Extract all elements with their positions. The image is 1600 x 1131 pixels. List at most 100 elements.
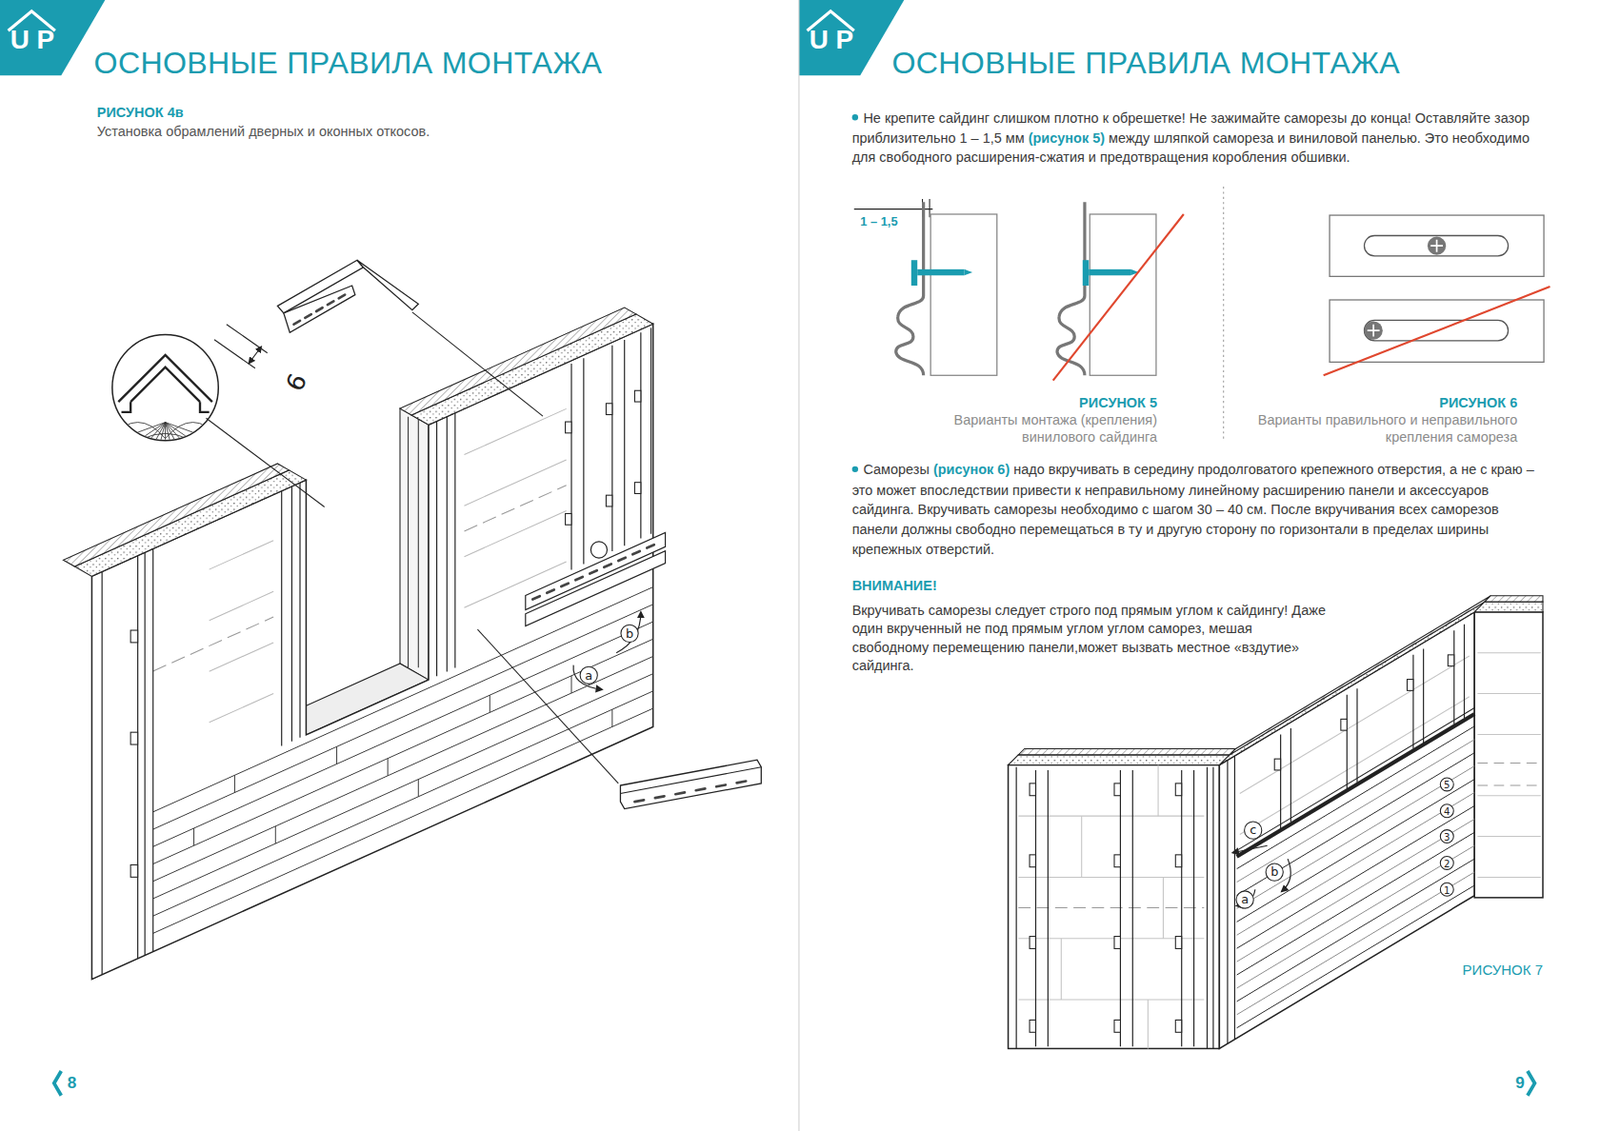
nail-slot (696, 788, 706, 791)
page-number: 9 (1462, 1073, 1524, 1094)
siding-profile (1057, 201, 1085, 376)
nail-slot (632, 551, 640, 555)
figure-reference: (рисунок 6) (933, 461, 1010, 478)
nail-slot (294, 320, 300, 325)
leader-line (412, 312, 543, 417)
siding-joint (611, 709, 613, 727)
callout-circle: b (1265, 862, 1284, 881)
siding-line (1237, 885, 1476, 1029)
block-joint (464, 511, 567, 558)
brick-joint (1477, 795, 1540, 797)
clip (1029, 855, 1036, 868)
siding-line (1237, 740, 1476, 883)
concrete-band (1474, 601, 1543, 613)
nail-slot (655, 796, 665, 799)
center-line (464, 485, 567, 532)
figure-title: РИСУНОК 5 (932, 393, 1158, 414)
wall-face (1008, 765, 1220, 1050)
j-channel-line (1212, 767, 1214, 1050)
block-joint (209, 540, 275, 570)
bullet (852, 466, 859, 473)
corner-post-line (137, 556, 139, 960)
center-line (153, 617, 274, 672)
block-joint (1018, 816, 1204, 818)
callout-label: 2 (1443, 858, 1450, 870)
furring-strip (1120, 770, 1121, 1047)
bullet-paragraph: Саморезы(рисунок 6)надо вкручивать в сер… (852, 460, 1547, 560)
wall-texture (88, 422, 166, 451)
block-joint (1018, 999, 1204, 1000)
clip (1175, 1020, 1181, 1033)
concrete-band (1219, 601, 1485, 765)
warning-heading: ВНИМАНИЕ! (852, 576, 938, 597)
furring-strip (582, 358, 584, 564)
brick-joint (1477, 734, 1540, 736)
jamb-trim-line (291, 486, 293, 742)
siding-line (1237, 859, 1476, 1002)
insulation-band (62, 463, 289, 567)
clip (1407, 680, 1414, 692)
clip (130, 732, 139, 745)
jamb-trim-line (454, 413, 456, 669)
window-reveal (400, 408, 429, 680)
callout-circle: 5 (1440, 777, 1455, 792)
concrete-band (74, 470, 306, 578)
clip (634, 482, 640, 495)
page-chevron (54, 1071, 62, 1097)
callout-circle: a (580, 666, 599, 685)
jamb-trim-line (446, 417, 448, 673)
clip (1175, 783, 1181, 797)
brick-joint (1477, 836, 1540, 838)
figure-description: Установка обрамлений дверных и оконных о… (97, 121, 430, 142)
figure-7 (1008, 596, 1543, 1050)
center-line (1477, 762, 1540, 764)
callout-circle: 4 (1440, 803, 1455, 819)
siding-line (153, 587, 654, 813)
siding-line (153, 708, 654, 934)
clip (1114, 937, 1120, 950)
page-number: 8 (67, 1073, 78, 1094)
siding-line (1237, 845, 1476, 989)
callout-circle: 1 (1440, 882, 1455, 898)
siding-line (1237, 753, 1476, 897)
block-joint (1240, 656, 1470, 795)
furring-strip (570, 363, 572, 570)
screw-cross (1430, 240, 1443, 253)
clip (1114, 855, 1120, 868)
block-joint (209, 591, 275, 620)
block-joint (209, 642, 275, 672)
siding-joint (336, 746, 338, 764)
clip (1029, 1020, 1036, 1033)
screw-head (1082, 260, 1089, 286)
callout-label: 4 (1443, 805, 1450, 818)
nail-slot (327, 300, 334, 305)
marker-circle (590, 541, 607, 559)
corner-profile (118, 355, 213, 402)
siding-line (1237, 726, 1476, 870)
warning-text: Вкручивать саморезы следует строго под п… (852, 601, 1327, 676)
furring-strip (1180, 770, 1182, 1047)
siding-joint (275, 826, 277, 844)
wrong-mark (1053, 214, 1184, 381)
nail-slot (675, 792, 685, 795)
move-arrow (616, 612, 641, 654)
clip (1114, 783, 1120, 797)
screw-tip (964, 269, 974, 276)
siding-line (153, 639, 654, 864)
j-channel-line (1206, 767, 1208, 1050)
nail-slot (575, 577, 583, 580)
nail-slot (646, 544, 655, 548)
clip (1029, 783, 1036, 797)
nail-slot (546, 589, 555, 593)
panel-strip (1329, 215, 1544, 277)
clip (130, 864, 139, 878)
block-joint (1240, 697, 1470, 836)
siding-joint (418, 780, 420, 798)
corner-post-line (144, 552, 146, 956)
wall-texture (110, 422, 221, 455)
j-channel-line (1226, 760, 1228, 1044)
logo-letter: U (809, 24, 829, 56)
leader-line (477, 629, 619, 784)
clip (565, 513, 572, 525)
